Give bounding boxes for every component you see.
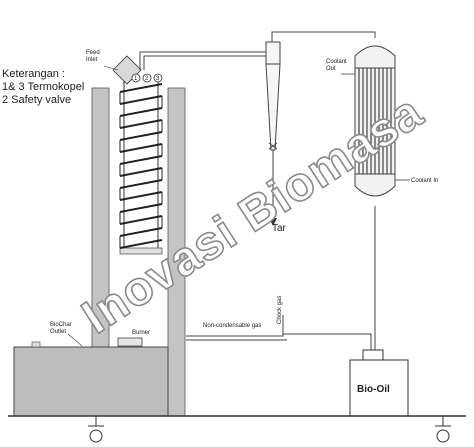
legend-line-thermocouple: 1& 3 Termokopel <box>2 81 84 93</box>
biochar-outlet-label-2: Outlet <box>50 329 66 335</box>
watermark: Inovasi Biomasa <box>73 85 432 344</box>
legend-line-safety-valve: 2 Safety valve <box>2 94 71 106</box>
tar-label: Tar <box>272 223 287 234</box>
heating-coil <box>119 83 163 249</box>
biochar-outlet-label: BioChar <box>50 322 72 328</box>
gauge-label-3: 3 <box>156 76 160 82</box>
coolant-out-label-2: Out <box>326 66 336 72</box>
coolant-in-label: Coolant In <box>411 178 438 184</box>
burner <box>117 337 143 347</box>
condenser <box>354 45 396 350</box>
feed-inlet-label-2: Inlet <box>86 57 98 63</box>
coolant-out-label: Coolant <box>326 59 347 65</box>
burner-label: Burner <box>132 330 150 336</box>
heating-tank <box>13 346 169 417</box>
bio-oil-label: Bio-Oil <box>357 384 390 395</box>
legend-title: Keterangan : <box>2 68 65 80</box>
thermocouple-3-icon <box>153 73 163 83</box>
left-support <box>88 416 104 443</box>
gauge-label-2: 2 <box>145 76 149 82</box>
safety-valve-icon <box>142 73 152 83</box>
tar-arrow-icon <box>269 218 277 226</box>
right-support <box>435 416 451 443</box>
cyclone-separator <box>265 41 281 218</box>
tank-lid <box>31 341 41 348</box>
reactor-tube <box>119 80 163 255</box>
non-condensable-gas-label: Non-condensable gas <box>203 323 261 329</box>
thermocouple-1-icon <box>131 73 141 83</box>
non-condensable-gas-line <box>186 315 372 350</box>
gauge-label-1: 1 <box>134 76 138 82</box>
bio-oil-container <box>349 349 409 417</box>
thermocouple-gauges: 1 2 3 <box>131 73 163 83</box>
feed-inlet-label: Feed <box>86 50 100 56</box>
check-gas-label: Chock gas <box>277 296 283 324</box>
biochar-pointer <box>67 333 83 347</box>
